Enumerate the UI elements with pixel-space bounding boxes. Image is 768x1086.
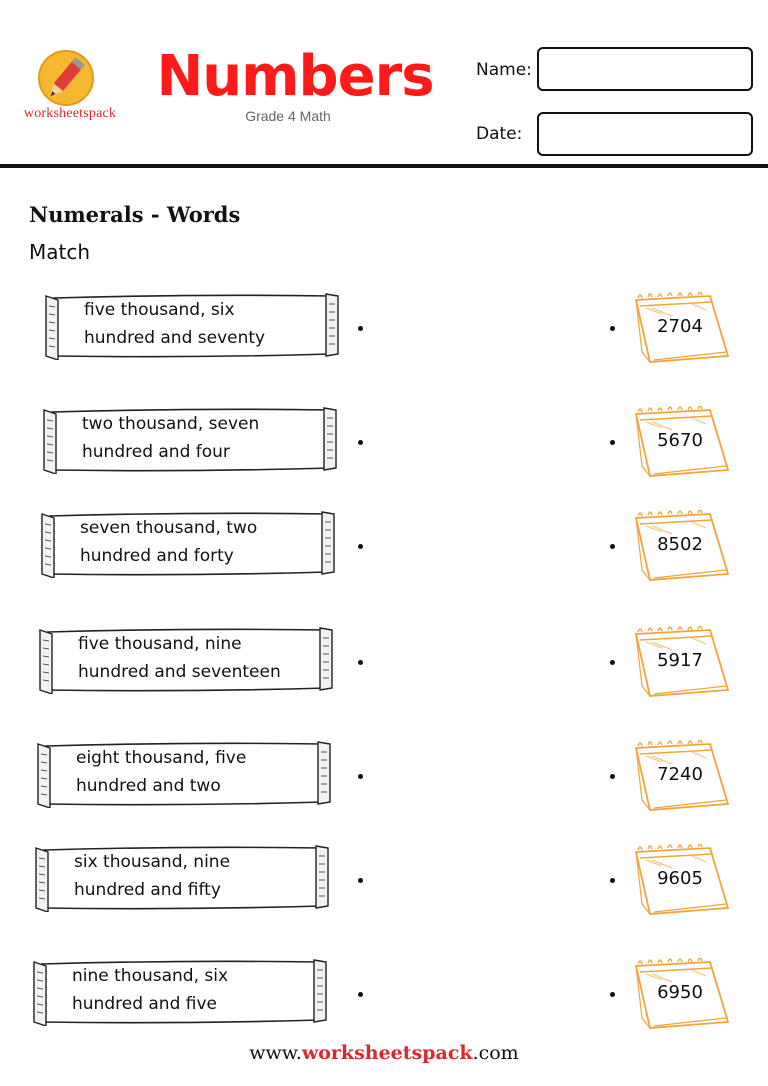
number-words-line2: hundred and two bbox=[76, 776, 221, 796]
word-scroll: seven thousand, two hundred and forty bbox=[40, 510, 336, 578]
match-row: six thousand, nine hundred and fifty 9605 bbox=[0, 844, 768, 924]
number-words-line1: six thousand, nine bbox=[74, 852, 231, 872]
number-words-line1: five thousand, six bbox=[84, 300, 235, 320]
numeral-calendar: 6950 bbox=[632, 958, 732, 1034]
page-subtitle: Grade 4 Math bbox=[245, 108, 331, 124]
section-title: Numerals - Words bbox=[29, 202, 241, 227]
numeral-match-dot[interactable] bbox=[610, 992, 615, 997]
word-match-dot[interactable] bbox=[358, 992, 363, 997]
numeral-calendar: 7240 bbox=[632, 740, 732, 816]
word-match-dot[interactable] bbox=[358, 878, 363, 883]
word-match-dot[interactable] bbox=[358, 440, 363, 445]
numeral-value: 5670 bbox=[657, 430, 703, 451]
calendar-note-icon bbox=[634, 844, 730, 915]
word-scroll: eight thousand, five hundred and two bbox=[36, 740, 332, 808]
numeral-value: 2704 bbox=[657, 316, 703, 337]
number-words-line1: nine thousand, six bbox=[72, 966, 229, 986]
number-words-line2: hundred and five bbox=[72, 994, 217, 1014]
numeral-value: 8502 bbox=[657, 534, 703, 555]
number-words-line2: hundred and seventeen bbox=[78, 662, 281, 682]
number-words: six thousand, nine hundred and fifty bbox=[74, 848, 314, 904]
match-row: two thousand, seven hundred and four 5670 bbox=[0, 406, 768, 486]
scroll-banner-icon bbox=[33, 959, 327, 1026]
instruction-text: Match bbox=[29, 240, 91, 264]
numeral-calendar: 9605 bbox=[632, 844, 732, 920]
number-words-line1: two thousand, seven bbox=[82, 414, 260, 434]
match-row: five thousand, six hundred and seventy 270… bbox=[0, 292, 768, 372]
numeral-calendar: 5917 bbox=[632, 626, 732, 702]
calendar-note-icon bbox=[634, 626, 730, 697]
word-scroll: nine thousand, six hundred and five bbox=[32, 958, 328, 1026]
numeral-calendar: 8502 bbox=[632, 510, 732, 586]
word-scroll: six thousand, nine hundred and fifty bbox=[34, 844, 330, 912]
number-words-line2: hundred and seventy bbox=[84, 328, 266, 348]
calendar-note-icon bbox=[634, 958, 730, 1029]
footer-brand: worksheetspack bbox=[301, 1042, 473, 1064]
name-label: Name: bbox=[476, 60, 532, 80]
calendar-note-icon bbox=[634, 292, 730, 363]
numeral-match-dot[interactable] bbox=[610, 774, 615, 779]
word-scroll: five thousand, six hundred and seventy bbox=[44, 292, 340, 360]
word-match-dot[interactable] bbox=[358, 774, 363, 779]
number-words-line2: hundred and four bbox=[82, 442, 230, 462]
word-match-dot[interactable] bbox=[358, 660, 363, 665]
scroll-banner-icon bbox=[35, 845, 329, 912]
scroll-banner-icon bbox=[43, 407, 337, 474]
footer-prefix: www. bbox=[249, 1042, 302, 1064]
number-words-line1: seven thousand, two bbox=[80, 518, 258, 538]
number-words-line1: five thousand, nine bbox=[78, 634, 242, 654]
header-divider bbox=[0, 164, 768, 168]
logo-text: worksheetspack bbox=[23, 106, 117, 121]
numeral-calendar: 5670 bbox=[632, 406, 732, 482]
numeral-value: 5917 bbox=[657, 650, 703, 671]
word-scroll: five thousand, nine hundred and seventeen bbox=[38, 626, 334, 694]
date-field[interactable] bbox=[537, 112, 753, 156]
number-words-line1: eight thousand, five bbox=[76, 748, 247, 768]
calendar-note-icon bbox=[634, 740, 730, 811]
footer-suffix: .com bbox=[472, 1042, 519, 1064]
match-row: seven thousand, two hundred and forty 8502 bbox=[0, 510, 768, 590]
number-words: eight thousand, five hundred and two bbox=[76, 744, 316, 800]
match-row: nine thousand, six hundred and five 6950 bbox=[0, 958, 768, 1038]
numeral-value: 6950 bbox=[657, 982, 703, 1003]
number-words-line2: hundred and fifty bbox=[74, 880, 221, 900]
numeral-match-dot[interactable] bbox=[610, 326, 615, 331]
scroll-banner-icon bbox=[45, 293, 339, 360]
numeral-calendar: 2704 bbox=[632, 292, 732, 368]
numeral-match-dot[interactable] bbox=[610, 878, 615, 883]
date-label: Date: bbox=[476, 124, 523, 144]
number-words: five thousand, nine hundred and seventeen bbox=[78, 630, 318, 686]
match-row: five thousand, nine hundred and seventeen… bbox=[0, 626, 768, 706]
word-match-dot[interactable] bbox=[358, 544, 363, 549]
word-match-dot[interactable] bbox=[358, 326, 363, 331]
numeral-match-dot[interactable] bbox=[610, 544, 615, 549]
calendar-note-icon bbox=[634, 406, 730, 477]
logo: worksheetspack bbox=[10, 48, 125, 123]
number-words-line2: hundred and forty bbox=[80, 546, 234, 566]
numeral-value: 7240 bbox=[657, 764, 703, 785]
numeral-value: 9605 bbox=[657, 868, 703, 889]
word-scroll: two thousand, seven hundred and four bbox=[42, 406, 338, 474]
numeral-match-dot[interactable] bbox=[610, 660, 615, 665]
scroll-banner-icon bbox=[41, 511, 335, 578]
footer-url: www.worksheetspack.com bbox=[0, 1042, 768, 1064]
number-words: five thousand, six hundred and seventy bbox=[84, 296, 324, 352]
pencil-logo-icon bbox=[38, 50, 94, 106]
scroll-banner-icon bbox=[37, 741, 331, 808]
number-words: two thousand, seven hundred and four bbox=[82, 410, 322, 466]
page-title: Numbers bbox=[156, 44, 434, 109]
calendar-note-icon bbox=[634, 510, 730, 581]
match-row: eight thousand, five hundred and two 7240 bbox=[0, 740, 768, 820]
name-field[interactable] bbox=[537, 47, 753, 91]
numeral-match-dot[interactable] bbox=[610, 440, 615, 445]
scroll-banner-icon bbox=[39, 627, 333, 694]
number-words: seven thousand, two hundred and forty bbox=[80, 514, 320, 570]
number-words: nine thousand, six hundred and five bbox=[72, 962, 312, 1018]
